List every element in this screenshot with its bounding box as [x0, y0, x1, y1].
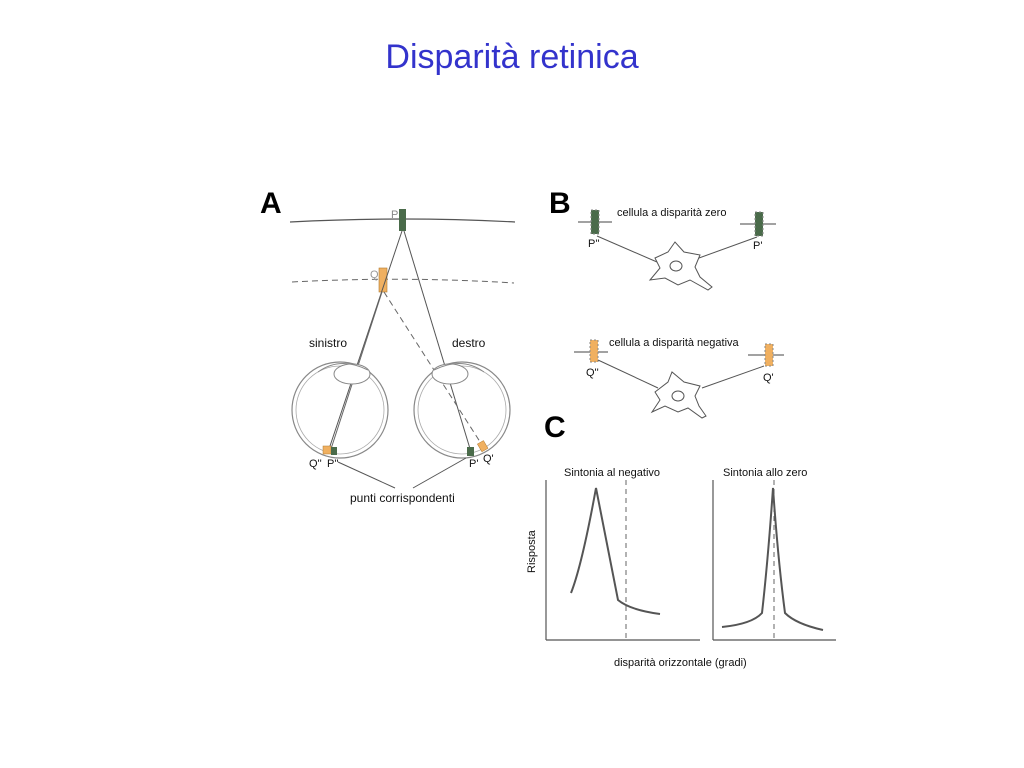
slide-title: Disparità retinica — [385, 38, 639, 76]
ray-p-right — [403, 230, 472, 453]
left-retina-q-marker — [322, 445, 332, 455]
cell-negative-left-label: Q'' — [586, 367, 599, 379]
point-q-marker — [378, 267, 388, 293]
panel-b: B cellula a disparità zero P'' P' cellul… — [549, 187, 784, 419]
corresponding-line-left — [337, 461, 396, 489]
cell-zero-right-marker — [754, 211, 764, 237]
panel-c: C Sintonia al negativo Sintonia allo zer… — [526, 411, 836, 669]
left-eye — [291, 361, 389, 459]
panel-a: A P Q sinistro — [260, 187, 516, 505]
plot-y-label: Risposta — [526, 529, 538, 573]
point-q-label: Q — [370, 269, 379, 281]
plot-left-title: Sintonia al negativo — [564, 467, 660, 479]
right-eye — [413, 361, 511, 459]
ray-p-left — [327, 230, 403, 453]
left-eye-label: sinistro — [309, 336, 347, 350]
cell-zero-left-marker — [590, 209, 600, 235]
panel-a-letter: A — [260, 187, 282, 220]
right-q-label: Q' — [483, 453, 494, 465]
right-eye-label: destro — [452, 336, 486, 350]
plot-x-label: disparità orizzontale (gradi) — [614, 657, 747, 669]
right-p-label: P' — [469, 458, 478, 470]
panel-b-letter: B — [549, 187, 571, 220]
right-retina-p-marker — [467, 447, 474, 456]
point-p-label: P — [391, 209, 398, 221]
plot-left-tuning-curve — [570, 487, 661, 615]
panel-c-letter: C — [544, 411, 566, 444]
cell-zero-left-label: P'' — [588, 238, 600, 250]
right-retina-q-marker — [477, 440, 489, 453]
corresponding-points-caption: punti corrispondenti — [350, 491, 455, 505]
cell-zero-right-label: P' — [753, 240, 762, 252]
left-retina-p-marker — [331, 447, 337, 455]
left-p-label: P'' — [327, 458, 339, 470]
corresponding-line-right — [412, 457, 467, 489]
cell-negative-right-marker — [764, 343, 774, 367]
cell-negative-label: cellula a disparità negativa — [609, 337, 740, 349]
near-plane-line — [291, 278, 515, 284]
point-p-marker — [399, 209, 406, 231]
plot-right-title: Sintonia allo zero — [723, 467, 807, 479]
cell-zero-label: cellula a disparità zero — [617, 207, 726, 219]
plot-right-tuning-curve — [721, 487, 824, 631]
cell-negative-right-label: Q' — [763, 372, 774, 384]
left-q-label: Q'' — [309, 458, 322, 470]
cell-negative-left-marker — [589, 339, 599, 363]
